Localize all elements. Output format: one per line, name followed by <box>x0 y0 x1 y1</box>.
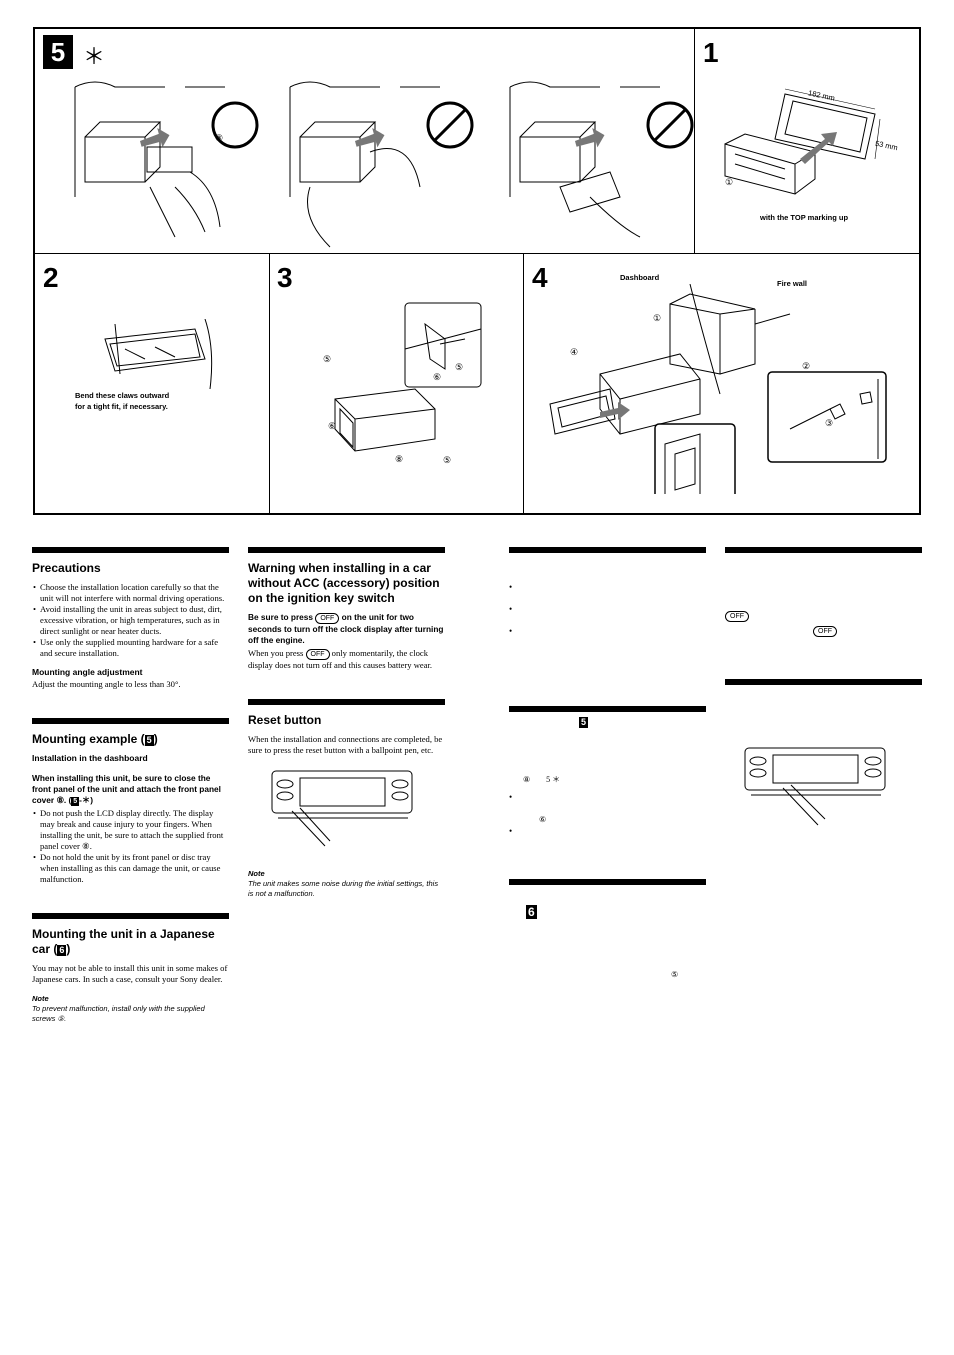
part-5-label: ⑤ <box>323 354 332 364</box>
section-bar <box>32 547 229 553</box>
part-4-label: ④ <box>570 347 579 357</box>
part-6-label: ⑥ <box>328 421 337 431</box>
step-4-label: 4 <box>532 262 548 293</box>
part-2-label: ② <box>802 361 811 371</box>
off-key: OFF <box>315 613 340 624</box>
precautions-list: Choose the installation location careful… <box>32 582 229 659</box>
section-ref-6: 6 <box>526 905 537 919</box>
off-key: OFF <box>813 626 837 637</box>
mounting-list: Do not push the LCD display directly. Th… <box>32 808 229 885</box>
japanese-car-title: Mounting the unit in a Japanese car (6) <box>32 927 215 956</box>
section-bar <box>725 679 922 685</box>
list-item: Avoid installing the unit in areas subje… <box>33 604 229 637</box>
installation-diagram: 5 ＊ ⑧ 1 <box>33 27 921 515</box>
list-item: Choose the installation location careful… <box>33 582 229 604</box>
step-3-label: 3 <box>277 262 293 293</box>
section-bar <box>32 718 229 724</box>
japanese-car-text: You may not be able to install this unit… <box>32 963 228 984</box>
list-item: Use only the supplied mounting hardware … <box>33 637 229 659</box>
part-1-label: ① <box>725 177 734 187</box>
firewall-label: Fire wall <box>777 279 808 288</box>
note-text: To prevent malfunction, install only wit… <box>32 1004 205 1023</box>
note-title: Note <box>248 869 265 878</box>
list-item: Do not push the LCD display directly. Th… <box>33 808 229 852</box>
section-ref-5: 5 <box>579 717 589 728</box>
mounting-example-title: Mounting example (5) <box>32 732 158 746</box>
step-2-caption-line2: for a tight fit, if necessary. <box>75 402 168 411</box>
mounting-angle-text: Adjust the mounting angle to less than 3… <box>32 679 181 689</box>
divider <box>35 253 919 254</box>
dashboard-label: Dashboard <box>620 273 660 282</box>
reset-button-title: Reset button <box>248 713 322 727</box>
part-5-label: ⑤ <box>443 455 452 465</box>
mounting-angle-title: Mounting angle adjustment <box>32 667 143 677</box>
section-bar <box>248 547 445 553</box>
column-3: • • • 5 ⑧ 5 ＊ • ⑥ • 6 ⑤ <box>509 547 706 1047</box>
column-1: Precautions Choose the installation loca… <box>32 547 229 1024</box>
note-title: Note <box>32 994 49 1003</box>
mounting-example-illustration <box>74 81 694 248</box>
divider <box>694 29 695 254</box>
part-8-label: ⑧ <box>395 454 404 464</box>
reset-button-text: When the installation and connections ar… <box>248 734 443 755</box>
step-1-label: 1 <box>703 37 719 68</box>
section-bar <box>509 547 706 553</box>
section-bar <box>32 913 229 919</box>
step-2-caption-line1: Bend these claws outward <box>75 391 170 400</box>
part-5-label: ⑤ <box>455 362 464 372</box>
part-marks: ⑧ 5 ＊ <box>523 775 561 784</box>
step-3-illustration <box>334 302 482 452</box>
section-bar <box>509 706 706 712</box>
step-1-caption: with the TOP marking up <box>760 213 849 222</box>
section-bar <box>509 879 706 885</box>
part-6-label: ⑥ <box>433 372 442 382</box>
step-2-label: 2 <box>43 262 59 293</box>
part-6-mark: ⑥ <box>539 815 547 824</box>
dashboard-subtitle: Installation in the dashboard <box>32 753 148 763</box>
warning-instruction: Be sure to press OFF on the unit for two… <box>248 612 444 645</box>
note-text: The unit makes some noise during the ini… <box>248 879 439 898</box>
divider <box>523 254 524 513</box>
part-5-mark: ⑤ <box>671 970 679 979</box>
list-item: Do not hold the unit by its front panel … <box>33 852 229 885</box>
divider <box>269 254 270 513</box>
part-8-label: ⑧ <box>215 133 224 143</box>
off-key: OFF <box>305 649 330 660</box>
section-bar <box>725 547 922 553</box>
column-2: Warning when installing in a car without… <box>248 547 445 899</box>
column-4: OFF OFF <box>725 547 922 847</box>
warning-title: Warning when installing in a car without… <box>248 561 440 605</box>
step-5-label: 5 <box>43 35 73 69</box>
reset-button-illustration <box>744 747 886 826</box>
off-key: OFF <box>725 611 749 622</box>
mounting-instruction: When installing this unit, be sure to cl… <box>32 773 221 806</box>
section-bar <box>248 699 445 705</box>
step-4-illustration <box>549 284 887 494</box>
reset-button-illustration <box>271 770 413 847</box>
precautions-title: Precautions <box>32 561 101 575</box>
part-1-label: ① <box>653 313 662 323</box>
asterisk-mark: ＊ <box>83 44 106 69</box>
step-2-illustration <box>104 319 213 389</box>
warning-text: When you press OFF only momentarily, the… <box>248 648 433 670</box>
part-3-label: ③ <box>825 418 834 428</box>
step-1-illustration <box>724 88 881 195</box>
